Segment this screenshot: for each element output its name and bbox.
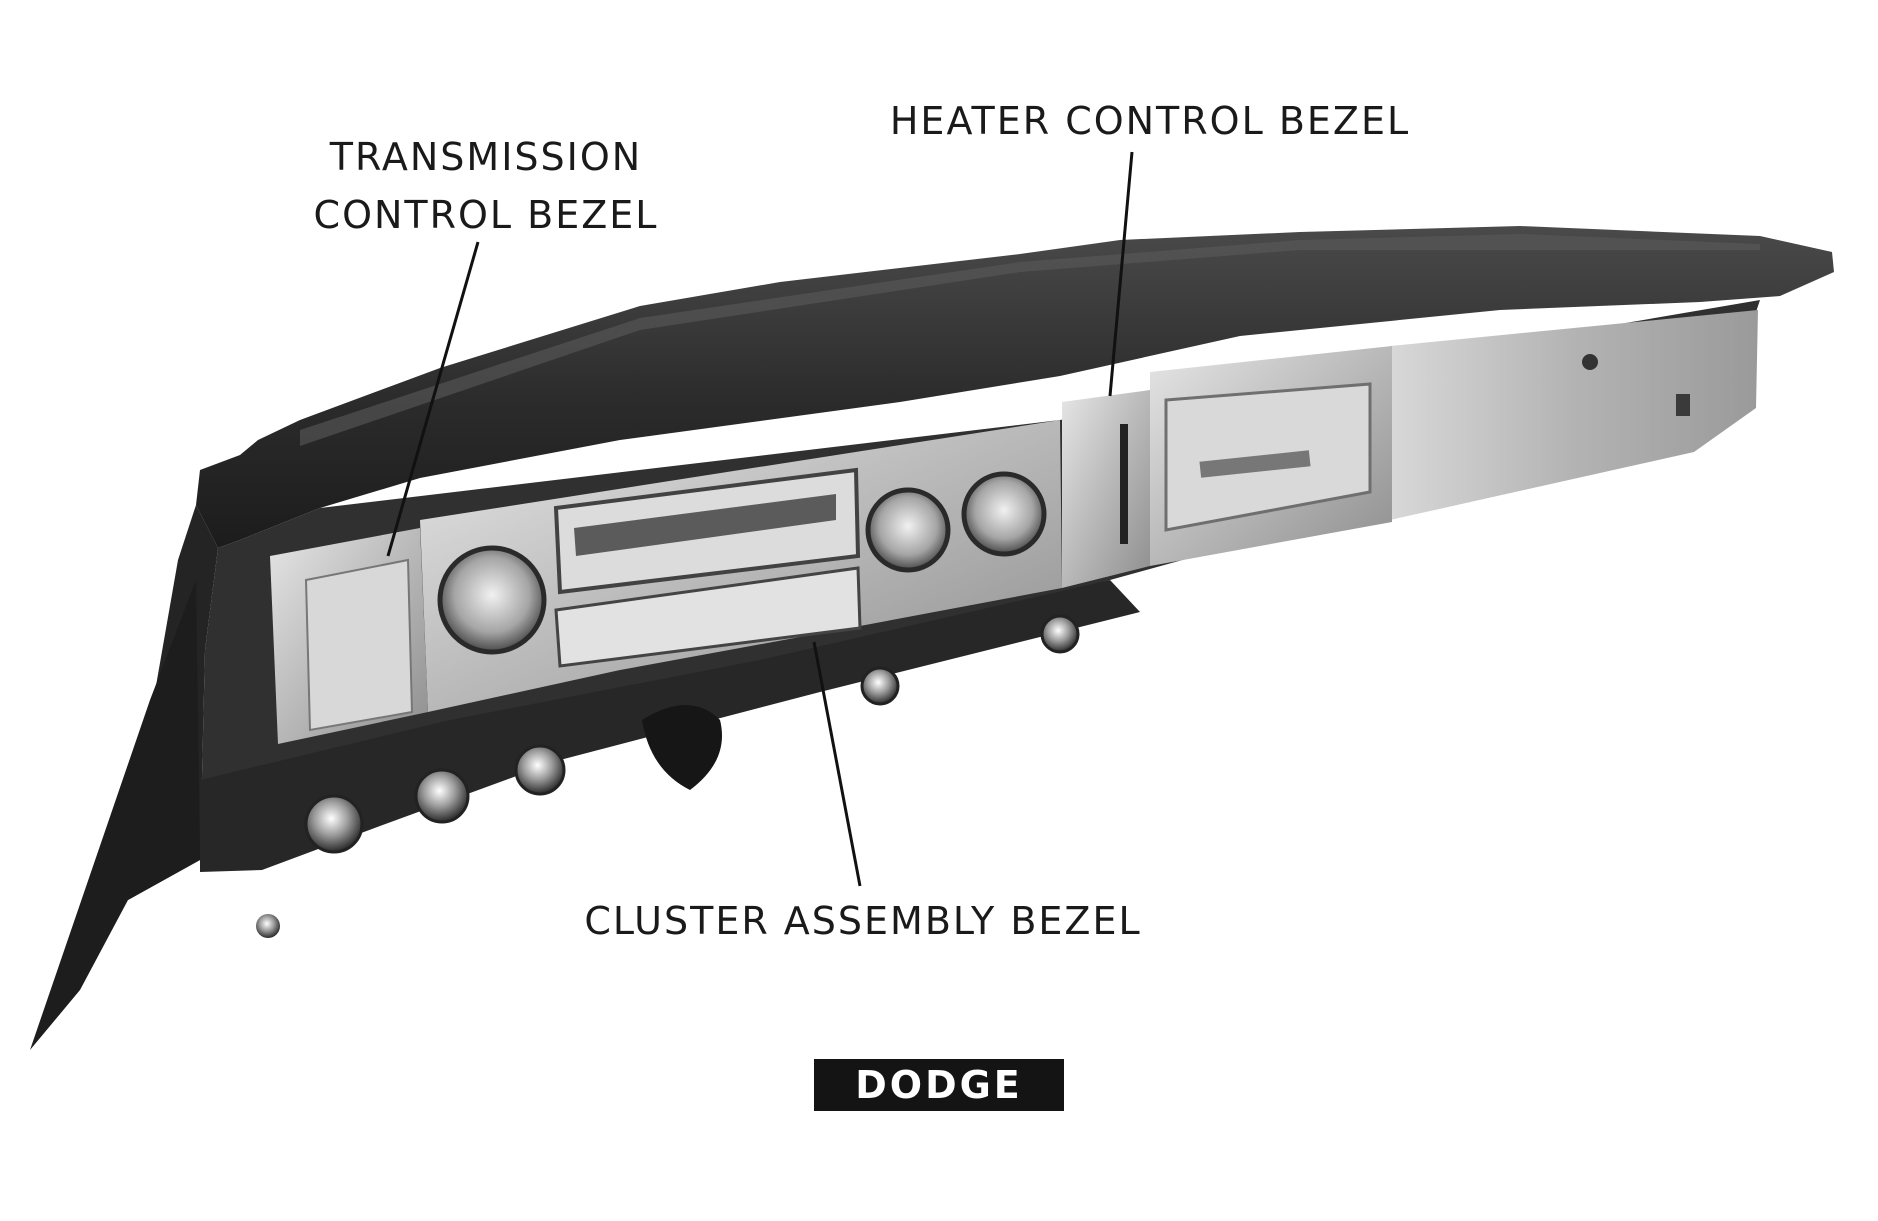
crash-pad-highlight (300, 234, 1760, 446)
bottom-knob (256, 914, 280, 938)
fuel-temp-window (554, 566, 862, 668)
crash-pad (196, 226, 1834, 548)
ammeter-gauge (961, 471, 1047, 557)
heater-control-bezel (1062, 390, 1150, 588)
glove-box-door (1390, 310, 1758, 520)
dash-side-panel-edge (30, 580, 200, 1050)
speedometer-scale (574, 494, 836, 556)
heater-leader-line (1108, 151, 1134, 397)
wiper-knob (414, 768, 470, 824)
cluster-leader-line (812, 641, 862, 887)
ignition-switch (860, 666, 900, 706)
clock-gauge (865, 487, 951, 573)
transmission-control-bezel-label: TRANSMISSION CONTROL BEZEL (296, 128, 676, 244)
radio-knob (1040, 614, 1080, 654)
glove-box-lock (1582, 354, 1598, 370)
transmission-label-line1: TRANSMISSION (329, 135, 643, 179)
heater-lever (1120, 424, 1128, 544)
glove-box-emblem (1676, 394, 1690, 416)
transmission-label-line2: CONTROL BEZEL (313, 193, 659, 237)
pushbutton-strip (304, 558, 414, 732)
transmission-leader-line (386, 241, 480, 557)
oil-gauge (437, 545, 547, 655)
radio-dial (1199, 450, 1311, 478)
lighter-knob (514, 744, 566, 796)
heater-control-bezel-label: HEATER CONTROL BEZEL (889, 99, 1411, 143)
figure-caption: DODGE (814, 1059, 1064, 1111)
ashtray-opening (642, 705, 722, 790)
headlamp-knob (304, 794, 364, 854)
cluster-assembly-bezel-label: CLUSTER ASSEMBLY BEZEL (584, 899, 1142, 943)
